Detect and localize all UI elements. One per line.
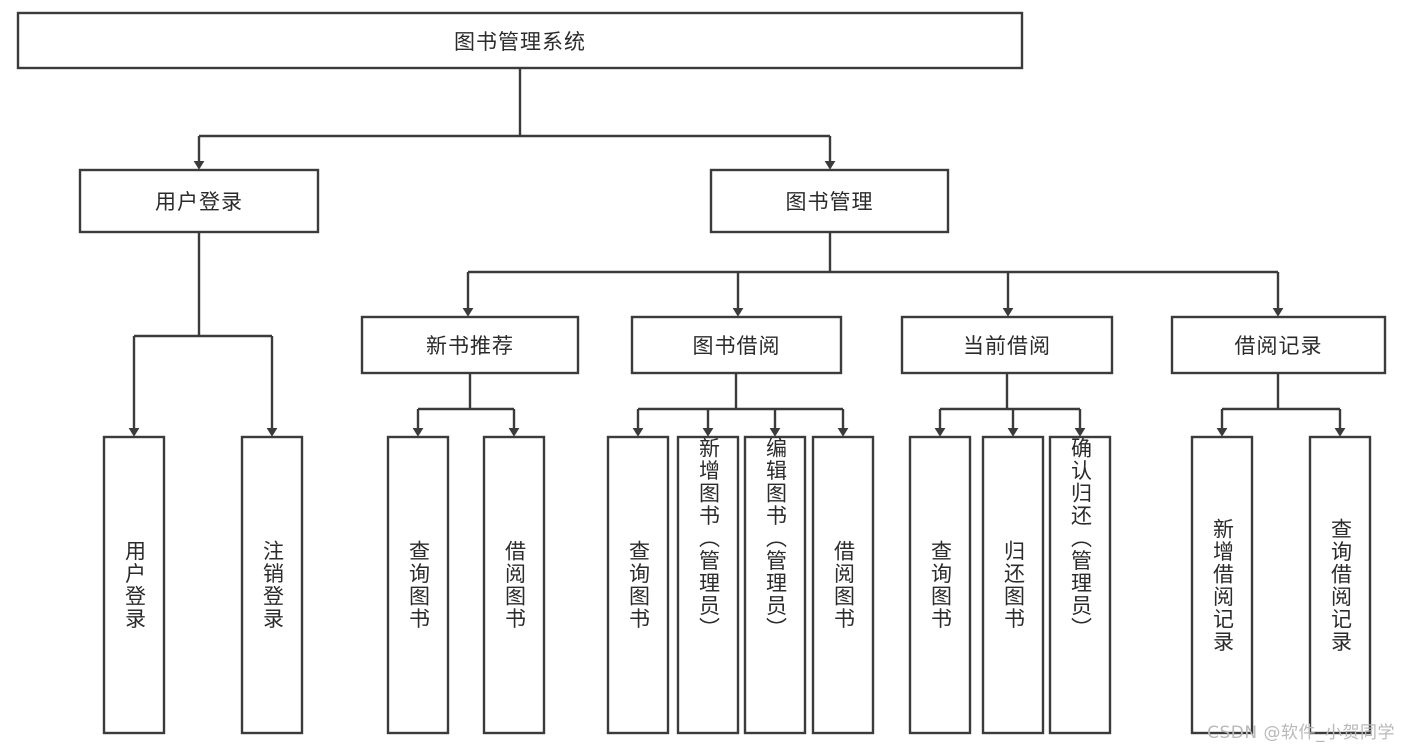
node-box-book-management[interactable] — [709, 168, 950, 234]
connectors-book-borrow-to-leaves — [632, 373, 849, 437]
node-box-book-borrow[interactable] — [630, 315, 843, 375]
node-box-user-login[interactable] — [78, 168, 320, 234]
connectors-new-book-recommend-to-leaves — [412, 373, 520, 437]
connectors-user-login-to-leaves — [128, 232, 278, 437]
node-box-borrow-record[interactable] — [1170, 315, 1387, 375]
node-box-leaf-query-borrow-record[interactable] — [1308, 435, 1372, 735]
node-box-leaf-add-borrow-record[interactable] — [1190, 435, 1254, 735]
node-box-leaf-add-book[interactable] — [676, 435, 740, 735]
node-box-leaf-query-book-3[interactable] — [908, 435, 972, 735]
connectors-current-borrow-to-leaves — [934, 373, 1086, 437]
node-box-leaf-borrow-book-1[interactable] — [482, 435, 546, 735]
node-box-root[interactable] — [16, 11, 1024, 70]
node-box-current-borrow[interactable] — [900, 315, 1114, 375]
connectors-borrow-record-to-leaves — [1216, 373, 1346, 437]
node-box-leaf-user-login[interactable] — [102, 435, 166, 735]
watermark-text: CSDN @软件_小贺同学 — [1207, 723, 1395, 743]
node-box-leaf-confirm-return[interactable] — [1048, 435, 1112, 735]
node-box-leaf-borrow-book-2[interactable] — [811, 435, 875, 735]
connectors-root-to-level2 — [193, 68, 836, 170]
node-box-leaf-query-book-1[interactable] — [386, 435, 450, 735]
node-box-leaf-edit-book[interactable] — [743, 435, 807, 735]
connectors-book-management-to-level3 — [462, 232, 1284, 317]
node-box-leaf-return-book[interactable] — [981, 435, 1045, 735]
node-box-new-book-recommend[interactable] — [360, 315, 580, 375]
node-box-leaf-query-book-2[interactable] — [606, 435, 670, 735]
node-box-leaf-logout-login[interactable] — [240, 435, 304, 735]
